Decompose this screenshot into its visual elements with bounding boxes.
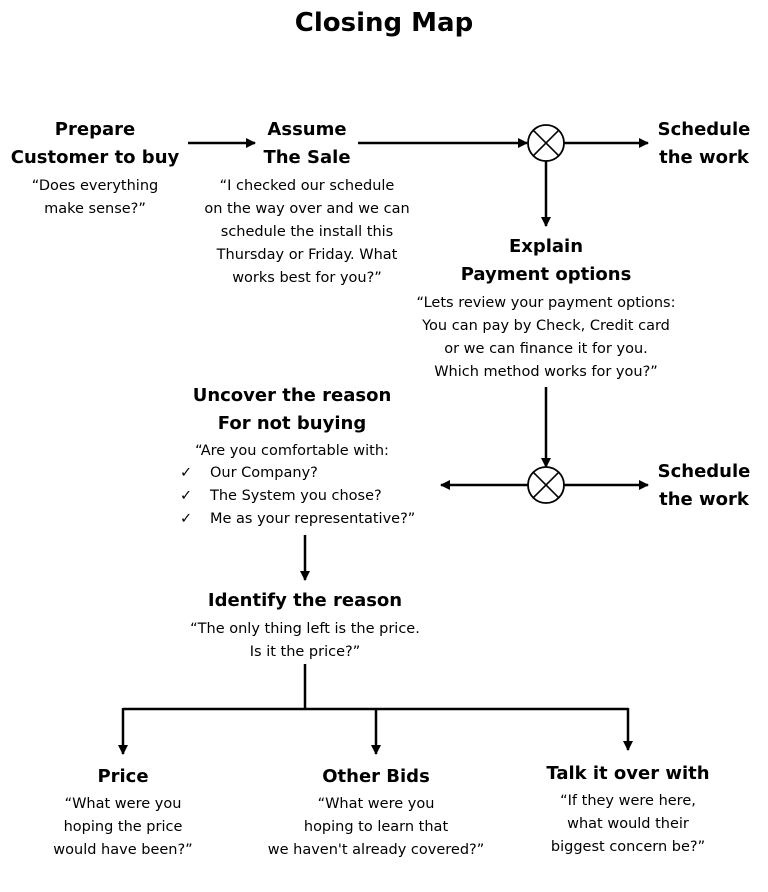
assume-quote-4: Thursday or Friday. What bbox=[216, 247, 398, 263]
checklist-item: ✓ Me as your representative?” bbox=[180, 508, 415, 531]
schedule-1-heading-1: Schedule bbox=[657, 119, 751, 140]
uncover-heading-2: For not buying bbox=[217, 413, 367, 434]
node-talk-it-over: Talk it over with “If they were here, wh… bbox=[528, 760, 728, 859]
assume-heading-2: The Sale bbox=[263, 147, 351, 168]
schedule-2-heading-1: Schedule bbox=[657, 461, 751, 482]
explain-quote-2: You can pay by Check, Credit card bbox=[422, 318, 670, 334]
check-icon: ✓ bbox=[180, 488, 193, 504]
explain-heading-1: Explain bbox=[508, 236, 584, 257]
node-uncover: Uncover the reason For not buying “Are y… bbox=[167, 382, 417, 463]
explain-quote-4: Which method works for you?” bbox=[434, 364, 658, 380]
check-icon: ✓ bbox=[180, 511, 193, 527]
checklist-item: ✓ The System you chose? bbox=[180, 485, 415, 508]
check-icon: ✓ bbox=[180, 465, 193, 481]
node-schedule-1: Schedule the work bbox=[648, 116, 760, 172]
other-bids-heading-1: Other Bids bbox=[322, 766, 430, 787]
talk-quote-3: biggest concern be?” bbox=[550, 839, 706, 855]
page-title: Closing Map bbox=[294, 8, 474, 38]
identify-heading-1: Identify the reason bbox=[207, 590, 403, 611]
other-bids-quote-2: hoping to learn that bbox=[303, 819, 449, 835]
assume-quote-2: on the way over and we can bbox=[204, 201, 410, 217]
other-bids-quote-3: we haven't already covered?” bbox=[267, 842, 485, 858]
uncover-quote-1: “Are you comfortable with: bbox=[195, 443, 389, 459]
assume-quote-5: works best for you?” bbox=[232, 270, 382, 286]
price-quote-2: hoping the price bbox=[63, 819, 183, 835]
node-prepare: Prepare Customer to buy “Does everything… bbox=[5, 116, 185, 221]
prepare-quote-2: make sense?” bbox=[44, 201, 146, 217]
decision-node-1 bbox=[527, 124, 565, 162]
schedule-2-heading-2: the work bbox=[659, 489, 749, 510]
assume-quote-1: “I checked our schedule bbox=[219, 178, 395, 194]
prepare-heading-1: Prepare bbox=[54, 119, 136, 140]
other-bids-quote-1: “What were you bbox=[317, 796, 435, 812]
prepare-heading-2: Customer to buy bbox=[10, 147, 180, 168]
explain-quote-3: or we can finance it for you. bbox=[444, 341, 648, 357]
uncover-heading-1: Uncover the reason bbox=[192, 385, 392, 406]
decision-node-2 bbox=[527, 466, 565, 504]
talk-quote-1: “If they were here, bbox=[560, 793, 696, 809]
checklist-item: ✓ Our Company? bbox=[180, 462, 415, 485]
node-schedule-2: Schedule the work bbox=[648, 458, 760, 514]
node-price: Price “What were you hoping the price wo… bbox=[33, 763, 213, 862]
schedule-1-heading-2: the work bbox=[659, 147, 749, 168]
node-other-bids: Other Bids “What were you hoping to lear… bbox=[255, 763, 497, 862]
price-quote-3: would have been?” bbox=[53, 842, 193, 858]
assume-quote-3: schedule the install this bbox=[220, 224, 394, 240]
identify-quote-1: “The only thing left is the price. bbox=[190, 621, 420, 637]
assume-heading-1: Assume bbox=[267, 119, 347, 140]
checklist-item-label: Our Company? bbox=[210, 465, 318, 481]
explain-quote-1: “Lets review your payment options: bbox=[416, 295, 676, 311]
checklist-item-label: The System you chose? bbox=[210, 488, 382, 504]
checklist-item-label: Me as your representative?” bbox=[210, 511, 416, 527]
prepare-quote-1: “Does everything bbox=[31, 178, 159, 194]
uncover-checklist: ✓ Our Company? ✓ The System you chose? ✓ Me… bbox=[180, 462, 415, 531]
talk-quote-2: what would their bbox=[567, 816, 689, 832]
node-identify: Identify the reason “The only thing left… bbox=[160, 587, 450, 664]
node-assume: Assume The Sale “I checked our schedule … bbox=[187, 116, 427, 290]
explain-heading-2: Payment options bbox=[460, 264, 632, 285]
node-explain: Explain Payment options “Lets review you… bbox=[395, 233, 697, 384]
price-heading-1: Price bbox=[97, 766, 149, 787]
identify-quote-2: Is it the price?” bbox=[249, 644, 361, 660]
price-quote-1: “What were you bbox=[64, 796, 182, 812]
talk-heading-1: Talk it over with bbox=[546, 763, 710, 784]
